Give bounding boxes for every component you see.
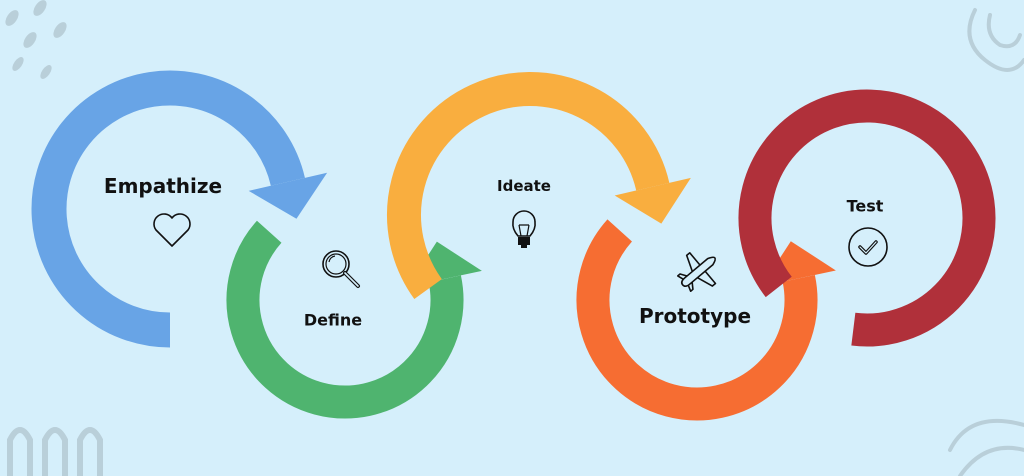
stage-label-ideate: Ideate [497, 177, 551, 195]
airplane-icon [676, 252, 717, 293]
magnifier-icon [322, 250, 360, 288]
arrowhead-ideate [614, 177, 691, 224]
arc-ideate [387, 72, 670, 300]
heart-icon [153, 213, 191, 247]
background-decorations [5, 0, 1024, 476]
arc-prototype [576, 219, 818, 421]
stage-label-test: Test [846, 196, 884, 216]
stage-label-empathize: Empathize [103, 174, 223, 198]
arrowhead-empathize [248, 172, 328, 219]
check-circle-icon [848, 227, 888, 267]
arc-define [226, 220, 464, 419]
lightbulb-icon [512, 210, 536, 248]
stage-label-prototype: Prototype [638, 304, 752, 328]
arc-test [738, 89, 996, 347]
stage-label-define: Define [303, 310, 363, 330]
arc-empathize [31, 70, 305, 348]
